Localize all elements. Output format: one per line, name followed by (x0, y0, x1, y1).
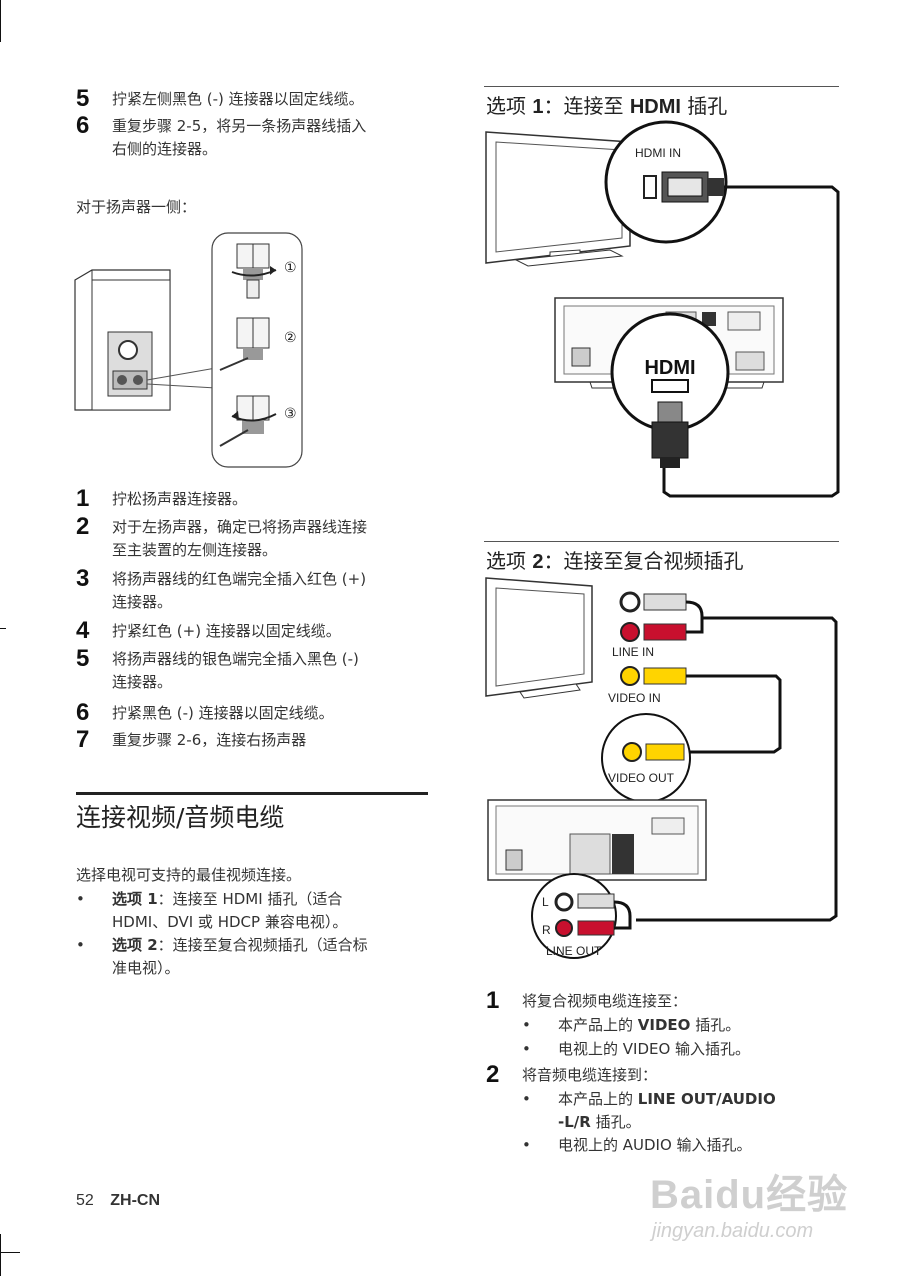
right-bullet: • 电视上的 AUDIO 输入插孔。 (522, 1136, 752, 1154)
step-text: 拧紧黑色 (-) 连接器以固定线缆。 (112, 704, 334, 722)
section-rule (76, 792, 428, 795)
bullet-bold: -L/R (558, 1113, 591, 1131)
step-text: 拧紧红色 (+) 连接器以固定线缆。 (112, 622, 341, 640)
step-text: 将扬声器线的银色端完全插入黑色 (-) (112, 650, 359, 668)
right-step-2: 2 将音频电缆连接到： (486, 1061, 658, 1088)
step-number: 2 (76, 513, 90, 540)
bullet-text: 插孔。 (690, 1016, 741, 1034)
bullet-text: 电视上的 AUDIO 输入插孔。 (558, 1136, 752, 1154)
bullet-bold: VIDEO (637, 1016, 691, 1034)
step-6: 6 拧紧黑色 (-) 连接器以固定线缆。 (76, 699, 334, 726)
diagram-mark-1: ① (284, 260, 297, 276)
title-part: 选项 (486, 549, 533, 573)
option1-title: 选项 1：连接至 HDMI 插孔 (486, 90, 727, 119)
title-part: 选项 (486, 94, 533, 118)
step-text: 至主装置的左侧连接器。 (112, 541, 278, 559)
option-1-bullet: • 选项 1：连接至 HDMI 插孔（适合 HDMI、DVI 或 HDCP 兼容… (76, 888, 347, 934)
step-text: 对于左扬声器，确定已将扬声器线连接 (112, 518, 368, 536)
step-number: 1 (76, 485, 90, 512)
right-bullet: • 电视上的 VIDEO 输入插孔。 (522, 1040, 751, 1058)
footer: 52 ZH-CN (76, 1192, 160, 1210)
option2-rule (484, 541, 839, 542)
title-part: ：连接至复合视频插孔 (543, 549, 744, 573)
step-5: 5 将扬声器线的银色端完全插入黑色 (-) 连接器。 (76, 645, 359, 694)
composite-connection-diagram: LINE IN VIDEO IN VIDEO OUT L R LINE OUT (485, 577, 838, 959)
option-text: HDMI、DVI 或 HDCP 兼容电视）。 (112, 913, 348, 931)
step-3: 3 将扬声器线的红色端完全插入红色 (+) 连接器。 (76, 565, 367, 614)
step-7: 7 重复步骤 2-6，连接右扬声器 (76, 726, 307, 753)
hdmi-in-label: HDMI IN (635, 146, 681, 160)
option-text: ：连接至 HDMI 插孔（适合 (157, 890, 343, 908)
top-step-5: 5 拧紧左侧黑色 (-) 连接器以固定线缆。 (76, 85, 364, 112)
option-2-bullet: • 选项 2：连接至复合视频插孔（适合标 准电视）。 (76, 934, 368, 980)
step-text: 将音频电缆连接到： (522, 1066, 658, 1084)
step-2: 2 对于左扬声器，确定已将扬声器线连接 至主装置的左侧连接器。 (76, 513, 368, 562)
bullet-text: 电视上的 VIDEO 输入插孔。 (558, 1040, 751, 1058)
speaker-side-heading: 对于扬声器一侧： (76, 198, 197, 216)
step-number: 6 (76, 112, 90, 139)
option-text: ：连接至复合视频插孔（适合标 (157, 936, 368, 954)
line-in-label: LINE IN (612, 645, 654, 659)
watermark-brand: Baidu经验 (650, 1173, 849, 1217)
right-bullet: • 本产品上的 VIDEO 插孔。 (522, 1016, 741, 1034)
title-part: ：连接至 (543, 94, 630, 118)
step-number: 2 (486, 1061, 500, 1088)
hdmi-connection-diagram: HDMI IN HDMI (485, 120, 840, 498)
step-number: 7 (76, 726, 90, 753)
step-number: 1 (486, 987, 500, 1014)
language-code: ZH-CN (110, 1192, 161, 1209)
watermark-url: jingyan.baidu.com (652, 1220, 814, 1242)
step-text: 重复步骤 2-6，连接右扬声器 (112, 731, 307, 749)
bullet-bold: LINE OUT/AUDIO (637, 1090, 776, 1108)
step-text: 拧松扬声器连接器。 (112, 490, 248, 508)
title-part: HDMI (629, 96, 681, 118)
intro-text: 选择电视可支持的最佳视频连接。 (76, 866, 302, 884)
option-text: 准电视）。 (112, 959, 180, 977)
page-number: 52 (76, 1192, 94, 1209)
bullet-text: 插孔。 (590, 1113, 641, 1131)
step-text: 将扬声器线的红色端完全插入红色 (+) (112, 570, 367, 588)
bullet-text: 本产品上的 (558, 1090, 638, 1108)
option-prefix: 选项 1 (112, 890, 158, 908)
section-title: 连接视频/音频电缆 (76, 803, 285, 832)
step-1: 1 拧松扬声器连接器。 (76, 485, 248, 512)
hdmi-logo: HDMI (644, 357, 695, 379)
step-number: 6 (76, 699, 90, 726)
bullet-text: 本产品上的 (558, 1016, 638, 1034)
step-text: 将复合视频电缆连接至： (522, 992, 688, 1010)
right-bullet: • 本产品上的 LINE OUT/AUDIO -L/R 插孔。 (522, 1090, 776, 1131)
watermark: Baidu经验 jingyan.baidu.com (650, 1162, 848, 1243)
speaker-connector-diagram: ① ② ③ (74, 232, 303, 468)
top-step-6: 6 重复步骤 2-5，将另一条扬声器线插入 右侧的连接器。 (76, 112, 367, 161)
title-part: 2 (532, 551, 544, 573)
step-text: 重复步骤 2-5，将另一条扬声器线插入 (112, 117, 367, 135)
step-text: 拧紧左侧黑色 (-) 连接器以固定线缆。 (112, 90, 364, 108)
step-number: 3 (76, 565, 90, 592)
diagram-mark-2: ② (284, 330, 297, 346)
step-number: 5 (76, 645, 90, 672)
step-4: 4 拧紧红色 (+) 连接器以固定线缆。 (76, 617, 341, 644)
r-label: R (542, 923, 551, 937)
video-in-label: VIDEO IN (608, 691, 661, 705)
step-text: 连接器。 (112, 593, 173, 611)
title-part: 1 (532, 96, 544, 118)
line-out-label: LINE OUT (546, 944, 602, 958)
step-text: 右侧的连接器。 (112, 140, 218, 158)
right-step-1: 1 将复合视频电缆连接至： (486, 987, 688, 1014)
video-out-label: VIDEO OUT (608, 771, 675, 785)
diagram-mark-3: ③ (284, 406, 297, 422)
option-prefix: 选项 2 (112, 936, 158, 954)
title-part: 插孔 (680, 94, 728, 118)
step-text: 连接器。 (112, 673, 173, 691)
option1-rule (484, 86, 839, 87)
step-number: 4 (76, 617, 90, 644)
l-label: L (542, 895, 549, 909)
option2-title: 选项 2：连接至复合视频插孔 (486, 545, 743, 574)
step-number: 5 (76, 85, 90, 112)
